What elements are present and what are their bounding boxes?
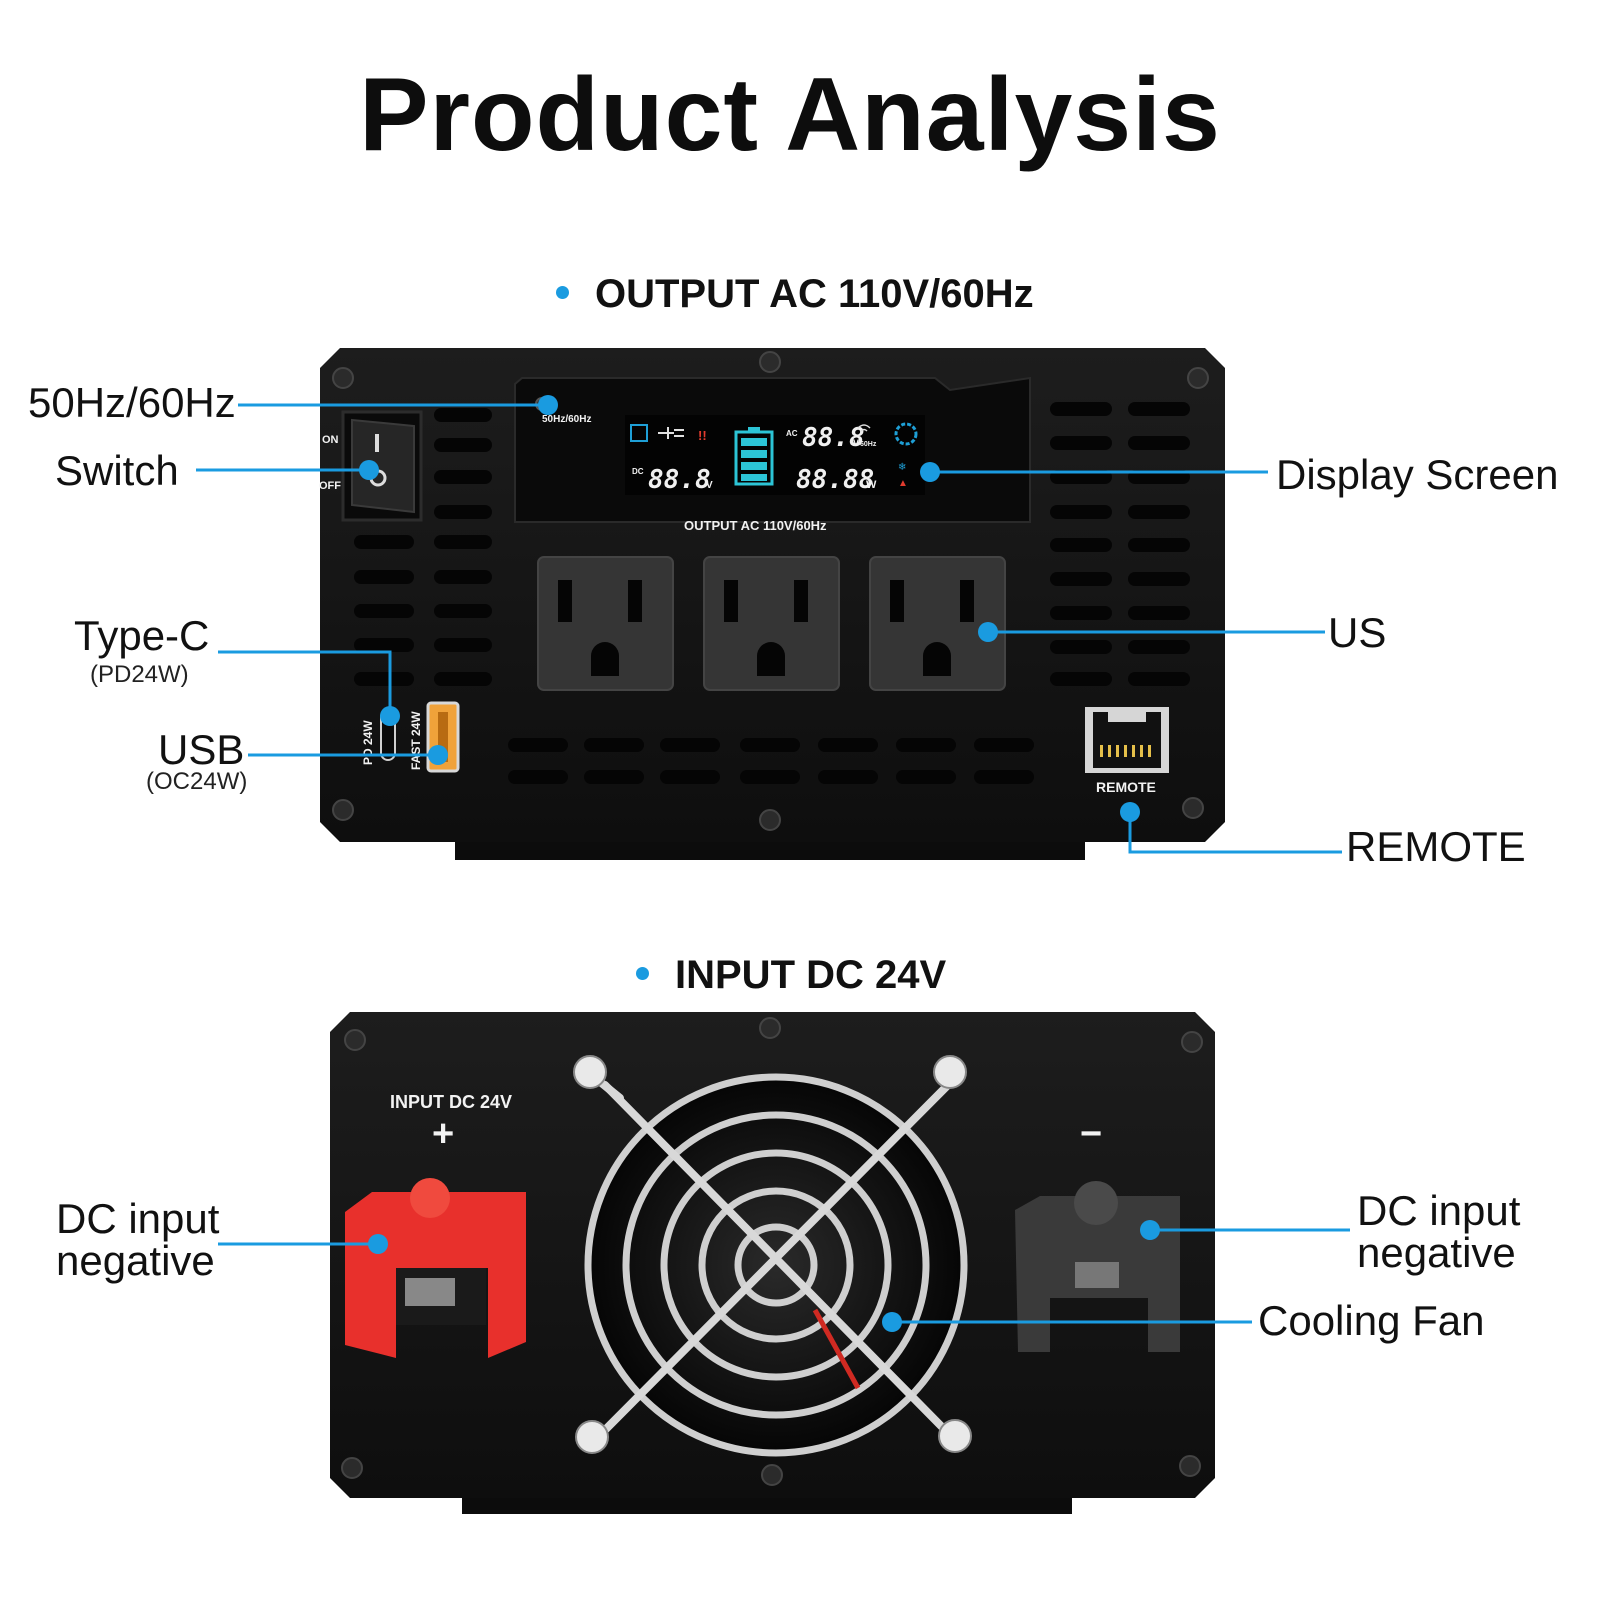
input-section-heading: INPUT DC 24V	[636, 953, 946, 998]
fast-print-text: FAST 24W	[409, 711, 423, 770]
us-outlet[interactable]	[869, 556, 1006, 691]
cold-icon: ❄	[898, 462, 906, 473]
minus-sign: −	[1080, 1113, 1102, 1155]
type-c-port[interactable]	[380, 709, 396, 761]
lcd-ac-voltage: 88.8	[802, 423, 865, 453]
svg-text:AC: AC	[786, 429, 798, 438]
screw-icon	[341, 1017, 1203, 1486]
input-print-text: INPUT DC 24V	[390, 1092, 512, 1112]
switch-on-text: ON	[322, 434, 339, 446]
svg-text:60Hz: 60Hz	[860, 441, 877, 448]
negative-terminal[interactable]	[1015, 1181, 1180, 1352]
right-vents	[1050, 402, 1190, 686]
cooling-fan	[573, 1055, 972, 1457]
bullet-dot-icon	[556, 285, 569, 299]
svg-text:V: V	[706, 480, 713, 491]
label-us: US	[1328, 609, 1387, 656]
lcd-dc-voltage: 88.8	[648, 465, 711, 495]
label-dc-input-left: DC input negative	[56, 1195, 220, 1284]
output-section-heading: OUTPUT AC 110V/60Hz	[556, 272, 1034, 317]
page-title: Product Analysis	[359, 57, 1221, 173]
label-cooling-fan: Cooling Fan	[1258, 1297, 1485, 1344]
remote-print-text: REMOTE	[1096, 779, 1156, 795]
power-switch[interactable]	[341, 410, 423, 522]
svg-text:DC: DC	[632, 467, 644, 476]
output-print-text: OUTPUT AC 110V/60Hz	[684, 518, 827, 533]
label-switch: Switch	[55, 447, 179, 494]
plus-sign: +	[432, 1113, 454, 1155]
front-panel: ON OFF !! AC DC 88.8 V 60	[319, 348, 1225, 860]
solar-panel-icon	[630, 424, 648, 442]
us-outlet[interactable]	[703, 556, 840, 691]
label-freq: 50Hz/60Hz	[28, 379, 236, 426]
warning-icon: !!	[698, 428, 707, 443]
battery-icon	[734, 427, 774, 486]
svg-text:V: V	[853, 438, 859, 448]
lcd-power: 88.88	[796, 465, 874, 495]
fan-indicator-icon	[894, 422, 918, 446]
svg-text:W: W	[866, 479, 877, 491]
positive-terminal[interactable]	[345, 1178, 526, 1358]
label-type-c-sub: (PD24W)	[90, 661, 189, 688]
switch-off-text: OFF	[319, 480, 341, 492]
display-screen: !! AC DC 88.8 V 60Hz 88.8 V 88.88 W	[514, 376, 1031, 523]
label-remote: REMOTE	[1346, 823, 1526, 870]
pd-print-text: PD 24W	[361, 720, 375, 765]
us-outlet[interactable]	[537, 556, 674, 691]
bullet-dot-icon	[636, 966, 649, 980]
plug-icon	[658, 427, 684, 439]
freq-button-text: 50Hz/60Hz	[542, 414, 591, 425]
label-display-screen: Display Screen	[1276, 451, 1559, 498]
frequency-button[interactable]	[535, 397, 549, 411]
remote-port[interactable]	[1085, 707, 1169, 773]
label-dc-input-right: DC input negative	[1357, 1187, 1521, 1276]
bottom-vents	[508, 738, 1034, 784]
label-type-c: Type-C	[74, 612, 210, 659]
label-usb: USB	[158, 726, 245, 773]
label-usb-sub: (OC24W)	[146, 768, 248, 795]
back-panel: INPUT DC 24V + −	[330, 1012, 1215, 1514]
wifi-icon	[857, 424, 871, 432]
heat-icon: ▲	[898, 478, 908, 489]
